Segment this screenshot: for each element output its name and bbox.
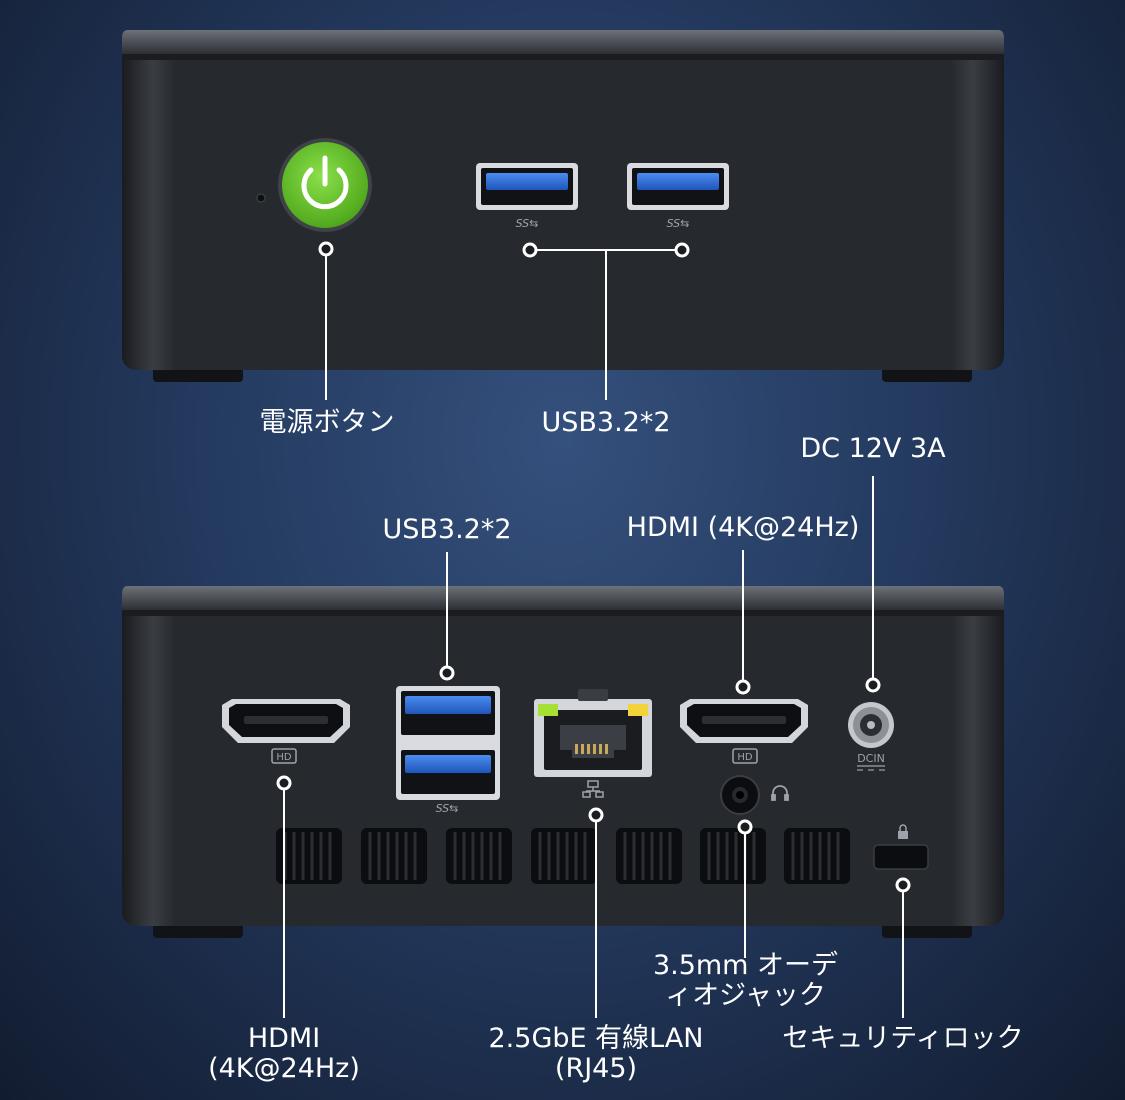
- hd-badge-right-text: HD: [737, 752, 753, 763]
- rear-case-lid-shadow: [122, 610, 1004, 616]
- front-usb-port-2: [627, 163, 729, 210]
- lan-label-line2: (RJ45): [554, 1053, 638, 1084]
- lock-icon: [898, 824, 908, 839]
- headphone-icon: [771, 785, 789, 801]
- usb-front-marker-2: [674, 242, 690, 258]
- usb-front-marker-1: [522, 242, 538, 258]
- vent-block-1: [276, 828, 342, 884]
- usb-front-label: USB3.2*2: [541, 407, 671, 438]
- dc-in-port: [848, 702, 894, 748]
- usb-rear-label: USB3.2*2: [382, 514, 512, 545]
- hdmi-right-marker: [735, 679, 751, 695]
- dcin-marker: [865, 677, 881, 693]
- hdmi-left-label-line2: (4K@24Hz): [208, 1053, 360, 1084]
- network-icon: [582, 780, 604, 798]
- rear-usb-ss-icon: SS⇆: [436, 802, 459, 815]
- audio-jack: [720, 775, 760, 815]
- audio-jack-label-line1: 3.5mm オーデ: [652, 950, 839, 981]
- power-icon: [301, 155, 349, 210]
- security-lock-slot: [873, 844, 929, 870]
- audio-jack-label-line2: ィオジャック: [665, 980, 826, 1011]
- vent-block-3: [446, 828, 512, 884]
- hdmi-left-label: HDMI (4K@24Hz): [184, 1024, 384, 1084]
- hdmi-left-marker: [276, 775, 292, 791]
- hdmi-left-label-line1: HDMI: [247, 1023, 321, 1054]
- front-device: SS⇆ SS⇆: [122, 30, 1004, 382]
- vent-grille: [276, 828, 850, 884]
- led-indicator-icon: [256, 193, 266, 203]
- rear-callout-markers: [276, 665, 911, 893]
- rear-case-top-lid: [122, 586, 1004, 610]
- rear-device: HD SS⇆: [122, 586, 1004, 938]
- lan-label-line1: 2.5GbE 有線LAN: [488, 1023, 704, 1054]
- power-marker: [318, 241, 334, 257]
- dcin-label: DCIN: [857, 752, 885, 765]
- lan-led-right: [628, 704, 648, 716]
- front-callout-markers: [318, 241, 690, 258]
- audio-marker: [737, 819, 753, 835]
- vent-block-7: [784, 828, 850, 884]
- dc-in-label: DC 12V 3A: [800, 433, 946, 464]
- lan-led-left: [538, 704, 558, 716]
- rear-callouts: [283, 476, 904, 1018]
- dc-polarity-icon: [857, 765, 885, 771]
- power-button-label: 電源ボタン: [259, 407, 395, 438]
- audio-jack-label: 3.5mm オーデ ィオジャック: [628, 951, 863, 1011]
- hdmi-port-left: [222, 699, 350, 743]
- lan-label: 2.5GbE 有線LAN (RJ45): [466, 1024, 726, 1084]
- hdmi-right-label: HDMI (4K@24Hz): [626, 512, 860, 543]
- vent-block-5: [616, 828, 682, 884]
- lan-marker: [588, 807, 604, 823]
- front-case-top-lid: [122, 30, 1004, 54]
- power-button: [278, 138, 372, 232]
- security-lock-label: セキュリティロック: [782, 1023, 1024, 1054]
- hd-badge-right: [732, 748, 758, 764]
- hd-badge-left: [271, 748, 297, 764]
- vent-block-6: [700, 828, 766, 884]
- front-usb-ss-icon-2: SS⇆: [667, 217, 690, 230]
- front-usb-port-1: [476, 163, 578, 210]
- rear-usb-stack: [396, 686, 500, 800]
- lan-port: [534, 689, 652, 777]
- front-case-lid-shadow: [122, 54, 1004, 60]
- vent-block-2: [361, 828, 427, 884]
- hd-badge-left-text: HD: [276, 752, 292, 763]
- vent-block-4: [531, 828, 597, 884]
- hdmi-port-right: [680, 699, 808, 743]
- front-usb-ss-icon-1: SS⇆: [516, 217, 539, 230]
- front-callouts: [325, 249, 682, 400]
- security-marker: [895, 877, 911, 893]
- usb-rear-marker: [439, 665, 455, 681]
